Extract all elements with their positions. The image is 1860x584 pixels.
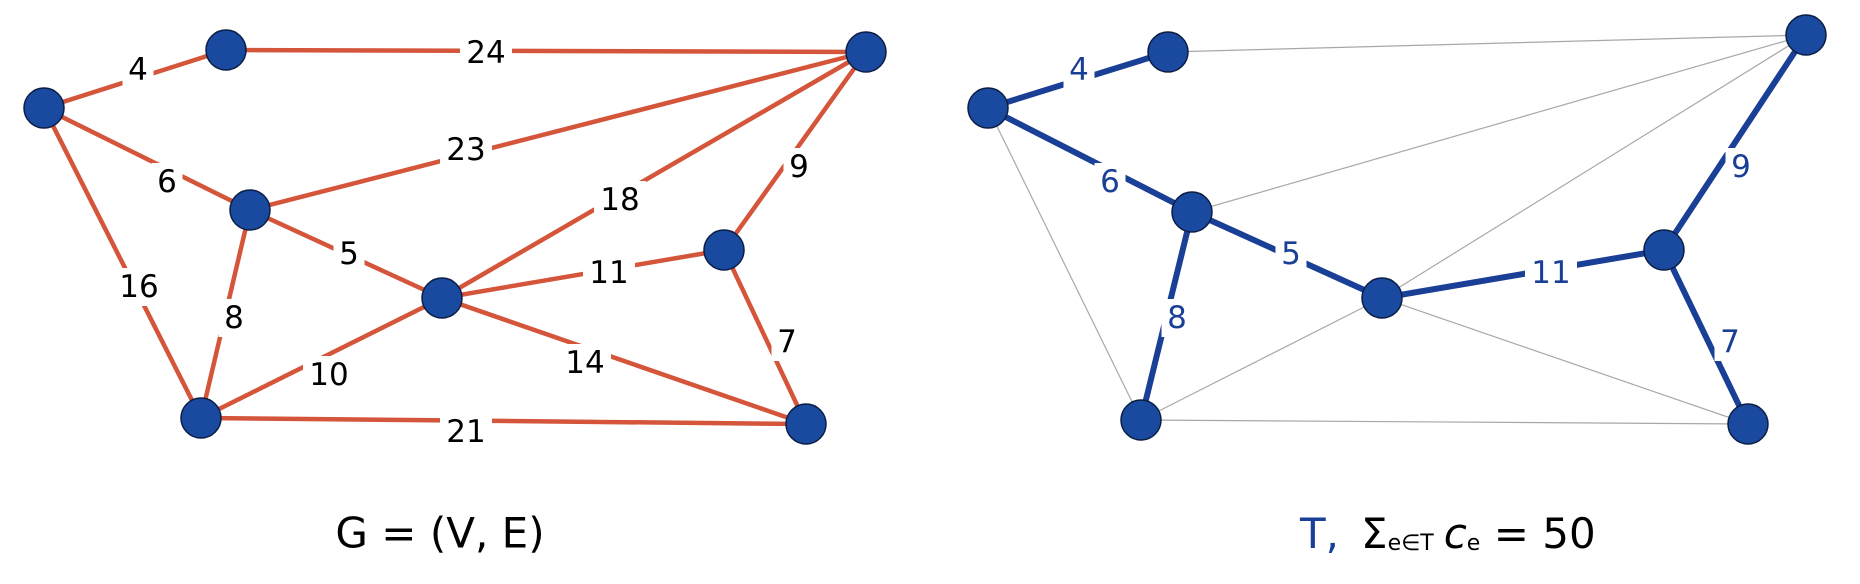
tree-edge-labels: 4 6 5 8 11 9 7 <box>1063 51 1757 361</box>
node-a <box>23 87 65 129</box>
edge-label-bg <box>122 51 154 89</box>
edge-weight-d-h: 8 <box>224 300 244 336</box>
tree-edge-e-f <box>1379 247 1667 301</box>
edge-label-bg <box>303 356 355 394</box>
node-f <box>703 229 745 271</box>
tree-caption-rest: = 50 <box>1480 509 1595 558</box>
tree-edge-weight-e-f: 11 <box>1531 255 1570 291</box>
tree-edge-f-i <box>1661 247 1751 427</box>
edge-d-c <box>247 49 869 213</box>
edge-label-bg <box>440 413 492 451</box>
edge-e-c <box>439 49 869 301</box>
tree-node-h <box>1120 399 1162 441</box>
node-c <box>845 31 887 73</box>
edge-label-bg <box>771 323 803 361</box>
tree-edge-weight-d-h: 8 <box>1167 300 1187 336</box>
edge-label-bg <box>218 299 250 337</box>
edge-weight-a-d: 6 <box>157 164 177 200</box>
node-i <box>785 403 827 445</box>
tree-nodes <box>967 14 1827 445</box>
tree-edge-f-c <box>1661 32 1809 253</box>
tree-nontree-edges <box>987 34 1807 425</box>
edge-h-i <box>198 415 809 427</box>
tree-node-b <box>1147 31 1189 73</box>
node-h <box>180 397 222 439</box>
edge-f-i <box>721 247 809 427</box>
tree-edge-weight-f-i: 7 <box>1720 324 1740 360</box>
edge-label-bg <box>113 268 165 306</box>
tree-caption-T: T <box>1299 509 1326 558</box>
edge-a-d <box>41 105 253 213</box>
edge-label-bg <box>460 34 512 72</box>
non-tree-edge-b-c <box>1167 34 1807 53</box>
edge-e-i <box>439 295 809 427</box>
tree-edge-weight-f-c: 9 <box>1731 149 1751 185</box>
edge-label-bg <box>440 131 492 169</box>
edge-weight-b-c: 24 <box>466 35 505 71</box>
edge-weight-f-c: 9 <box>789 149 809 185</box>
tree-edge-label-bg <box>1161 299 1193 337</box>
tree-node-d <box>1171 191 1213 233</box>
graph-panel: 4 24 23 18 9 6 16 5 8 11 10 14 7 21 G = (V, E) <box>23 29 887 558</box>
tree-edge-label-bg <box>1725 148 1757 186</box>
tree-edges <box>985 32 1809 427</box>
tree-node-i <box>1727 403 1769 445</box>
edge-a-h <box>41 105 204 421</box>
tree-node-f <box>1643 229 1685 271</box>
edge-b-c <box>223 47 869 55</box>
edge-weight-a-b: 4 <box>128 52 148 88</box>
node-e <box>421 277 463 319</box>
non-tree-edge-e-c <box>1381 34 1807 299</box>
non-tree-edge-a-h <box>987 107 1142 421</box>
tree-caption-comma: , <box>1326 509 1339 558</box>
edge-label-bg <box>333 235 365 273</box>
tree-edge-a-d <box>985 105 1195 215</box>
edge-label-bg <box>583 254 635 292</box>
edge-weight-h-i: 21 <box>446 414 485 450</box>
graph-edges <box>41 47 869 427</box>
graph-edge-labels: 4 24 23 18 9 6 16 5 8 11 10 14 7 21 <box>113 34 815 451</box>
tree-edge-label-bg <box>1063 51 1095 89</box>
graph-nodes <box>23 29 887 445</box>
tree-panel: 4 6 5 8 11 9 7 T, Σe∈T ce = 50 <box>967 14 1827 558</box>
edge-weight-e-c: 18 <box>600 182 639 218</box>
tree-edge-label-bg <box>1275 235 1307 273</box>
tree-caption-sigma: Σ <box>1361 509 1388 558</box>
edge-weight-e-f: 11 <box>589 255 628 291</box>
node-d <box>229 189 271 231</box>
edge-weight-f-i: 7 <box>777 324 797 360</box>
tree-edge-weight-a-b: 4 <box>1069 52 1089 88</box>
non-tree-edge-h-i <box>1140 419 1749 425</box>
tree-node-c <box>1785 14 1827 56</box>
edge-label-bg <box>151 163 183 201</box>
edge-label-bg <box>783 148 815 186</box>
tree-caption-subscript: e∈T <box>1388 531 1435 556</box>
tree-node-e <box>1361 277 1403 319</box>
tree-edge-label-bg <box>1525 254 1577 292</box>
edge-label-bg <box>594 181 646 219</box>
tree-node-a <box>967 87 1009 129</box>
tree-caption: T, Σe∈T ce = 50 <box>1299 509 1596 558</box>
edge-weight-d-c: 23 <box>446 132 485 168</box>
tree-edge-label-bg <box>1714 323 1746 361</box>
node-b <box>205 29 247 71</box>
edge-label-bg <box>559 344 611 382</box>
tree-caption-c: c <box>1444 509 1467 558</box>
edge-weight-e-h: 10 <box>309 357 348 393</box>
tree-edge-weight-d-e: 5 <box>1281 236 1301 272</box>
non-tree-edge-e-h <box>1140 297 1383 421</box>
graph-caption: G = (V, E) <box>335 509 544 558</box>
tree-caption-c-sub: e <box>1467 531 1481 556</box>
non-tree-edge-e-i <box>1381 297 1749 425</box>
non-tree-edge-d-c <box>1191 34 1807 213</box>
edge-weight-d-e: 5 <box>339 236 359 272</box>
edge-weight-a-h: 16 <box>119 269 158 305</box>
edge-weight-e-i: 14 <box>565 345 604 381</box>
tree-edge-label-bg <box>1094 163 1126 201</box>
tree-edge-weight-a-d: 6 <box>1100 164 1120 200</box>
